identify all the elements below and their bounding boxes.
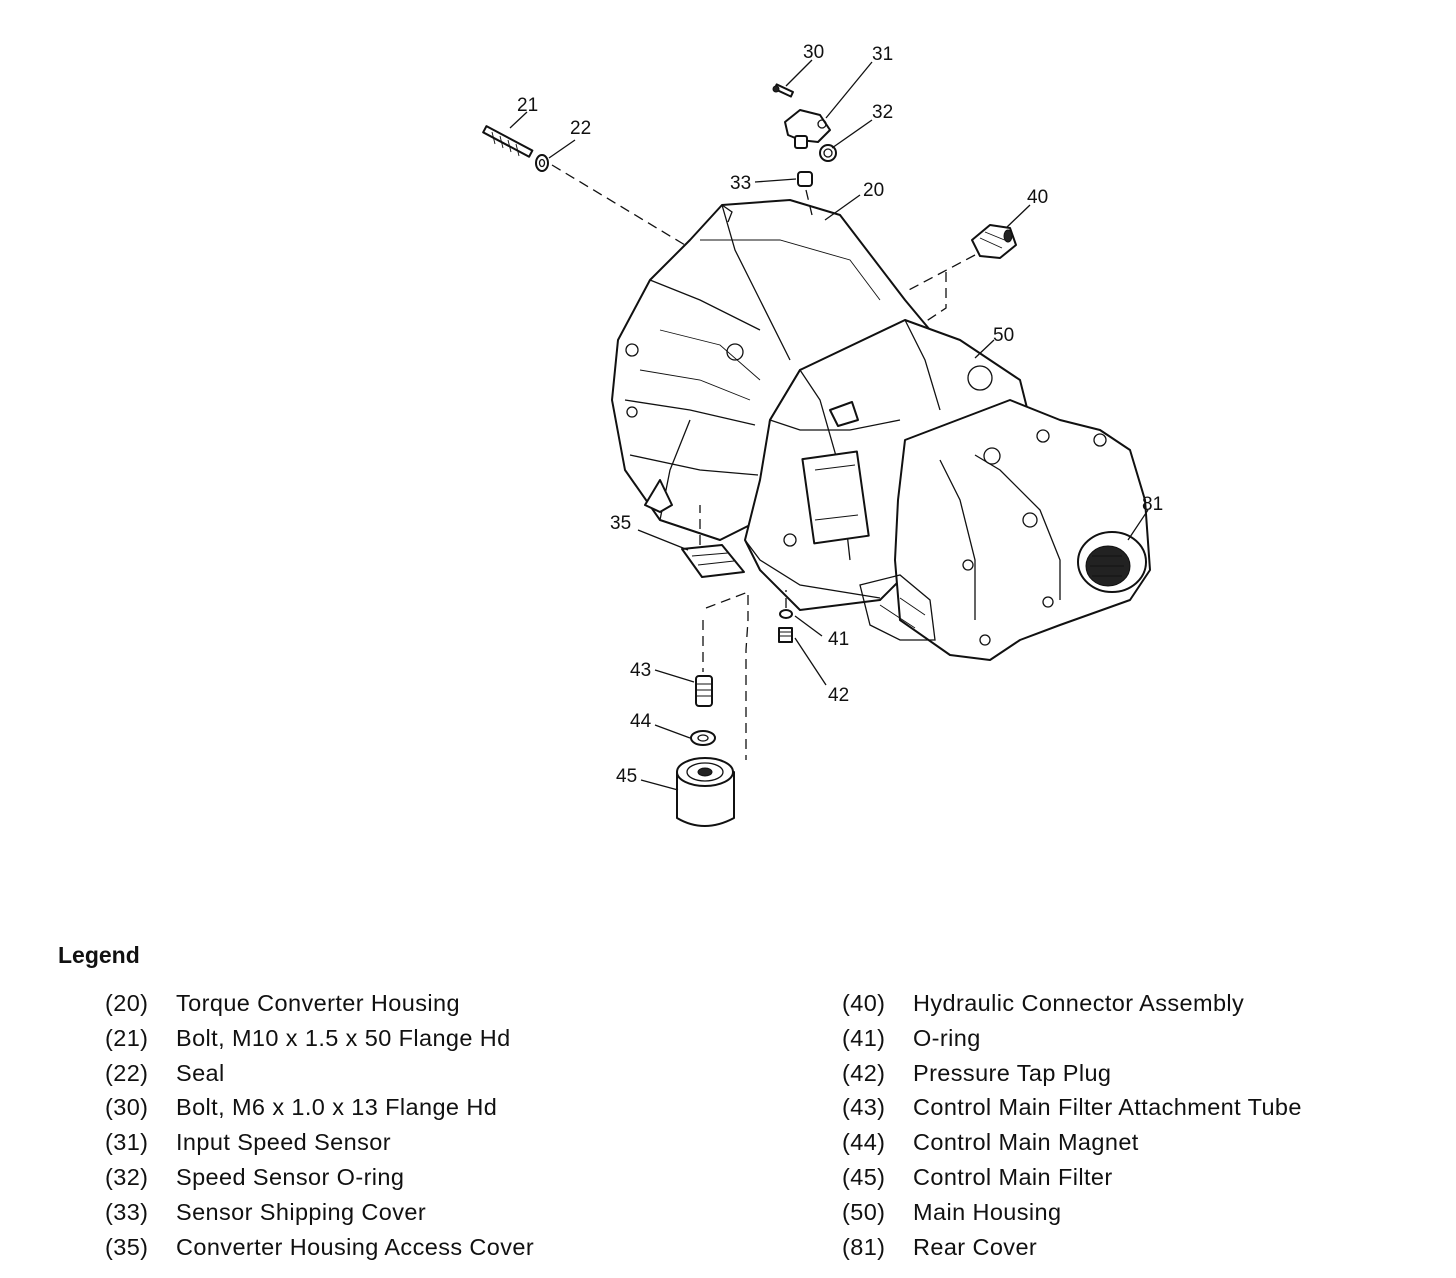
- callout-41: 41: [828, 629, 849, 650]
- legend-item: (22) Seal: [105, 1060, 534, 1095]
- legend-label: Sensor Shipping Cover: [176, 1198, 427, 1225]
- legend-number: (35): [105, 1233, 149, 1260]
- legend-title: Legend: [58, 942, 140, 968]
- legend-number: (44): [842, 1129, 886, 1156]
- callout-81: 81: [1142, 494, 1163, 515]
- legend-number: (41): [842, 1024, 886, 1051]
- legend-label: Control Main Magnet: [913, 1129, 1139, 1156]
- legend-number: (21): [105, 1024, 149, 1051]
- legend-number: (50): [842, 1198, 886, 1225]
- legend-label: Control Main Filter Attachment Tube: [913, 1094, 1302, 1121]
- bolt-30: [772, 83, 795, 98]
- input-speed-sensor-31: [784, 109, 831, 149]
- legend-label: Rear Cover: [913, 1233, 1038, 1260]
- torque-converter-housing: [611, 199, 931, 541]
- legend-number: (22): [105, 1059, 149, 1086]
- legend-label: Bolt, M6 x 1.0 x 13 Flange Hd: [176, 1094, 498, 1121]
- callout-44: 44: [630, 711, 652, 732]
- explode-line-filter: [705, 591, 749, 760]
- explode-line-33: [805, 189, 813, 216]
- legend-item: (45) Control Main Filter: [842, 1164, 1302, 1199]
- callout-20: 20: [863, 180, 884, 201]
- callout-42: 42: [828, 685, 849, 706]
- legend-column-left: (20) Torque Converter Housing (21) Bolt, M…: [105, 990, 534, 1268]
- explode-line-40b: [924, 272, 947, 323]
- attachment-tube-43: [695, 675, 713, 707]
- legend-label: O-ring: [913, 1024, 981, 1051]
- legend-column-right: (40) Hydraulic Connector Assembly (41) O-r…: [842, 990, 1302, 1268]
- explode-line-40: [904, 254, 976, 293]
- callout-50: 50: [993, 325, 1014, 346]
- legend-item: (40) Hydraulic Connector Assembly: [842, 990, 1302, 1025]
- callout-21: 21: [517, 95, 538, 116]
- callout-35: 35: [610, 513, 631, 534]
- legend-label: Seal: [176, 1059, 225, 1086]
- seal-22: [535, 154, 549, 172]
- legend-label: Converter Housing Access Cover: [176, 1233, 535, 1260]
- legend-item: (21) Bolt, M10 x 1.5 x 50 Flange Hd: [105, 1025, 534, 1060]
- legend-item: (33) Sensor Shipping Cover: [105, 1199, 534, 1234]
- bolt-21: [482, 125, 534, 158]
- main-housing: [744, 319, 1031, 611]
- legend-item: (44) Control Main Magnet: [842, 1129, 1302, 1164]
- callout-40: 40: [1027, 187, 1048, 208]
- callout-45: 45: [616, 766, 637, 787]
- control-main-magnet-44: [690, 730, 716, 746]
- legend-number: (45): [842, 1163, 886, 1190]
- rear-cover: [859, 399, 1151, 661]
- legend-item: (32) Speed Sensor O-ring: [105, 1164, 534, 1199]
- callout-43: 43: [630, 660, 651, 681]
- legend-item: (30) Bolt, M6 x 1.0 x 13 Flange Hd: [105, 1094, 534, 1129]
- legend-item: (42) Pressure Tap Plug: [842, 1060, 1302, 1095]
- legend-item: (81) Rear Cover: [842, 1234, 1302, 1269]
- legend-item: (35) Converter Housing Access Cover: [105, 1234, 534, 1269]
- legend-label: Torque Converter Housing: [176, 990, 460, 1016]
- control-main-filter-45: [676, 757, 735, 827]
- legend-label: Bolt, M10 x 1.5 x 50 Flange Hd: [176, 1024, 511, 1051]
- legend-item: (43) Control Main Filter Attachment Tube: [842, 1094, 1302, 1129]
- legend-number: (40): [842, 990, 886, 1016]
- legend-number: (30): [105, 1094, 149, 1121]
- legend-item: (31) Input Speed Sensor: [105, 1129, 534, 1164]
- legend-number: (43): [842, 1094, 886, 1121]
- legend-number: (20): [105, 990, 149, 1016]
- legend-number: (33): [105, 1198, 149, 1225]
- legend: Legend (20) Torque Converter Housing (21)…: [0, 930, 1456, 1278]
- o-ring-41: [779, 609, 793, 619]
- legend-label: Control Main Filter: [913, 1163, 1113, 1190]
- leader-lines: [509, 59, 1149, 791]
- callout-22: 22: [570, 118, 591, 139]
- legend-number: (81): [842, 1233, 886, 1260]
- legend-item: (50) Main Housing: [842, 1199, 1302, 1234]
- legend-label: Input Speed Sensor: [176, 1129, 391, 1156]
- speed-sensor-o-ring-32: [819, 144, 837, 162]
- legend-number: (32): [105, 1163, 149, 1190]
- legend-label: Main Housing: [913, 1198, 1062, 1225]
- explode-line-22: [551, 164, 686, 246]
- legend-item: (41) O-ring: [842, 1025, 1302, 1060]
- legend-number: (42): [842, 1059, 886, 1086]
- callout-32: 32: [872, 102, 893, 123]
- legend-label: Speed Sensor O-ring: [176, 1163, 405, 1190]
- callout-30: 30: [803, 42, 824, 63]
- legend-item: (20) Torque Converter Housing: [105, 990, 534, 1025]
- legend-number: (31): [105, 1129, 149, 1156]
- callout-33: 33: [730, 173, 751, 194]
- exploded-view-diagram: 30 31 32 33 20 21 22 40 50 81 35 41 42 4…: [482, 42, 1163, 827]
- sensor-shipping-cover-33: [797, 171, 813, 187]
- legend-label: Hydraulic Connector Assembly: [913, 990, 1245, 1016]
- legend-label: Pressure Tap Plug: [913, 1059, 1112, 1086]
- callout-31: 31: [872, 44, 893, 65]
- hydraulic-connector-40: [971, 224, 1017, 259]
- access-cover-35: [681, 544, 745, 578]
- pressure-tap-plug-42: [778, 627, 793, 643]
